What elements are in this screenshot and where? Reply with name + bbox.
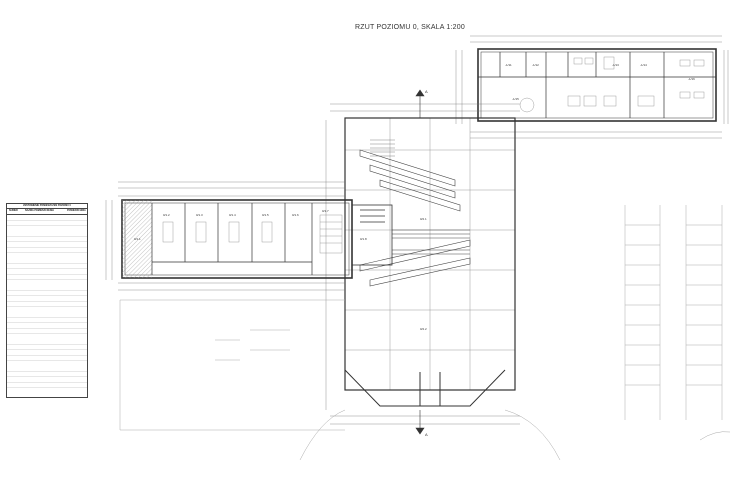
top-wing-dimensions [455, 35, 729, 139]
drawing-title: RZUT POZIOMU 0, SKALA 1:200 [355, 24, 465, 31]
west-wing-dimensions [105, 181, 345, 291]
room-label: 0/1.6 [292, 213, 299, 217]
top-wing: -1/11 -1/12 -1/13 -1/14 -1/15 -1/16 [455, 35, 729, 139]
room-label: -1/13 [612, 63, 619, 67]
room-schedule-header: NUMER NAZWA POMIESZCZENIA POWIERZCHNIA [7, 209, 87, 215]
col-area: POWIERZCHNIA [67, 209, 86, 213]
room-schedule-title: ZESTAWIENIE POMIESZCZEŃ POZIOMU 0 [7, 204, 87, 210]
section-marker-top: A [425, 89, 428, 94]
room-label: 0/2.1 [420, 217, 427, 221]
room-label: -1/15 [512, 97, 519, 101]
hall-dimensions [325, 103, 520, 425]
main-hall: A A 0/2.1 0/2.2 [325, 89, 520, 437]
room-label: 0/2.2 [420, 327, 427, 331]
col-name: NAZWA POMIESZCZENIA [25, 209, 54, 213]
room-label: -1/11 [505, 63, 512, 67]
room-label: 0/1.5 [262, 213, 269, 217]
room-label: -1/16 [688, 77, 695, 81]
room-label: -1/12 [532, 63, 539, 67]
room-label: -1/14 [640, 63, 647, 67]
site-context [119, 205, 730, 461]
section-marker-bottom: A [425, 432, 428, 437]
room-label: 0/1.7 [322, 209, 329, 213]
room-label: 0/1.2 [163, 213, 170, 217]
room-schedule-body [7, 214, 87, 397]
room-label: 0/1.3 [196, 213, 203, 217]
room-schedule-table: ZESTAWIENIE POMIESZCZEŃ POZIOMU 0 NUMER … [6, 203, 88, 398]
room-label: 0/1.8 [360, 237, 367, 241]
col-number: NUMER [9, 209, 18, 213]
west-wing: 0/1.1 0/1.2 0/1.3 0/1.4 0/1.5 0/1.6 0/1.… [105, 181, 393, 291]
room-label: 0/1.1 [134, 237, 141, 241]
room-label: 0/1.4 [229, 213, 236, 217]
